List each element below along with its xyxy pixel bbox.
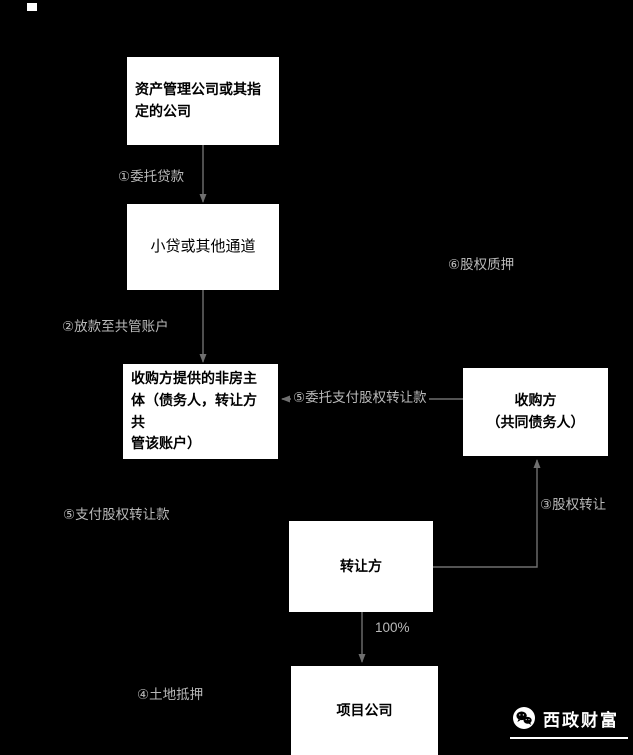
label-equity-pledge: ⑥股权质押 xyxy=(448,257,515,272)
watermark-underline xyxy=(510,737,628,739)
label-equity-transfer: ③股权转让 xyxy=(540,497,607,512)
label-100-percent: 100% xyxy=(375,620,410,635)
box-non-realestate-entity: 收购方提供的非房主 体（债务人，转让方共 管该账户） xyxy=(123,364,278,459)
connector-transferor-to-acquirer xyxy=(433,459,541,568)
label-land-mortgage: ④土地抵押 xyxy=(137,687,204,702)
label-entrusted-loan: ①委托贷款 xyxy=(118,169,185,184)
box-transferor: 转让方 xyxy=(289,521,433,612)
artifact-mark xyxy=(27,3,37,11)
box-microloan-channel: 小贷或其他通道 xyxy=(127,204,279,290)
box-project-company: 项目公司 xyxy=(291,666,438,755)
label-entrusted-payment-of-equity-price: ⑤委托支付股权转让款 xyxy=(291,390,429,407)
label-pay-equity-transfer-price: ⑤支付股权转让款 xyxy=(63,507,170,522)
wechat-icon xyxy=(513,707,535,729)
watermark: 西政财富 xyxy=(510,703,630,743)
box-asset-management-company: 资产管理公司或其指 定的公司 xyxy=(127,57,279,145)
watermark-text: 西政财富 xyxy=(543,711,619,730)
box-acquirer: 收购方 （共同债务人） xyxy=(463,368,608,456)
label-loan-to-escrow-account: ②放款至共管账户 xyxy=(62,319,169,334)
